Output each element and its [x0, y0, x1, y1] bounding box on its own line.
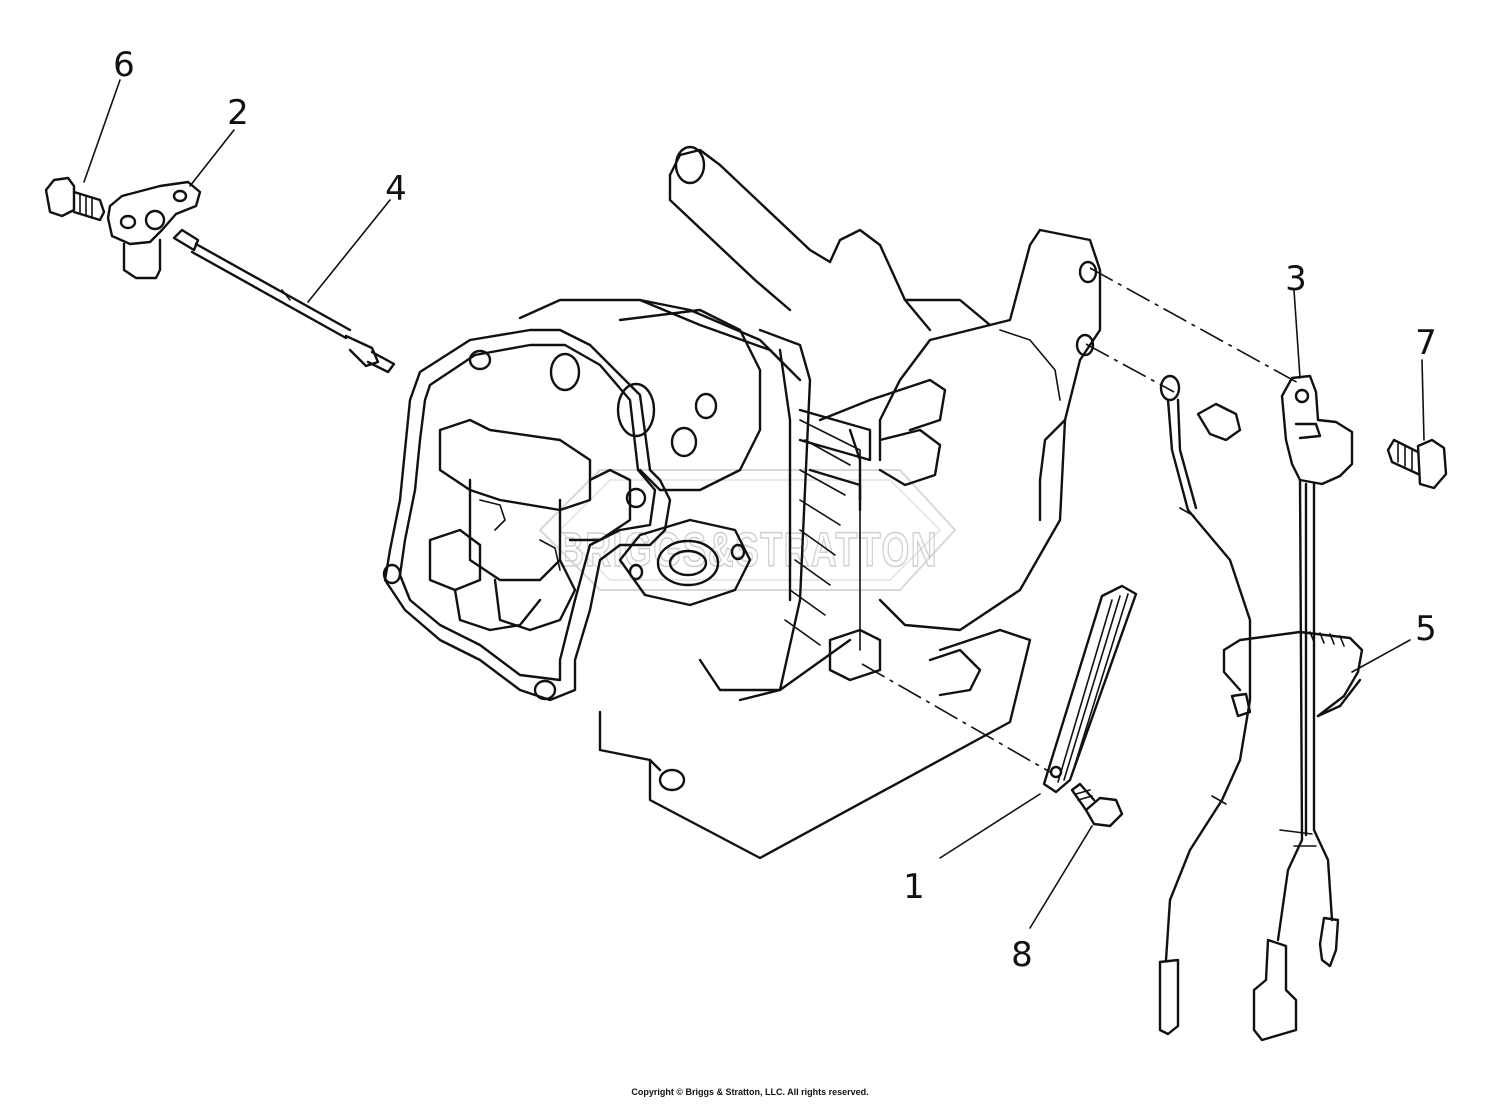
ignition-module-3 — [1252, 374, 1354, 1042]
callout-1: 1 — [903, 867, 925, 907]
callout-labels: 6 2 4 3 7 5 1 8 — [113, 45, 1437, 975]
callout-8: 8 — [1011, 935, 1033, 975]
copyright-notice: Copyright © Briggs & Stratton, LLC. All … — [631, 1087, 869, 1097]
callout-4: 4 — [385, 169, 407, 209]
callout-3: 3 — [1285, 259, 1307, 299]
engine-block — [382, 145, 1102, 860]
cable-tie-5 — [1222, 630, 1364, 718]
spacer-plug — [1196, 402, 1242, 442]
wire-lead-4 — [172, 228, 396, 374]
callout-6: 6 — [113, 45, 135, 85]
watermark-text: BRIGGS&STRATTON — [558, 524, 938, 577]
brand-watermark: BRIGGS&STRATTON — [538, 469, 957, 591]
leader-lines — [83, 79, 1425, 929]
oil-sensor-bracket — [106, 180, 202, 280]
flange-bolt-7 — [1386, 438, 1448, 490]
ground-wire — [1158, 374, 1252, 1036]
callout-7: 7 — [1415, 323, 1437, 363]
flange-bolt-6 — [44, 176, 106, 222]
ground-strap-1 — [1042, 584, 1138, 794]
alignment-lines — [861, 267, 1301, 773]
flange-bolt-8 — [1070, 782, 1124, 828]
callout-5: 5 — [1415, 609, 1437, 649]
callout-2: 2 — [227, 93, 249, 133]
